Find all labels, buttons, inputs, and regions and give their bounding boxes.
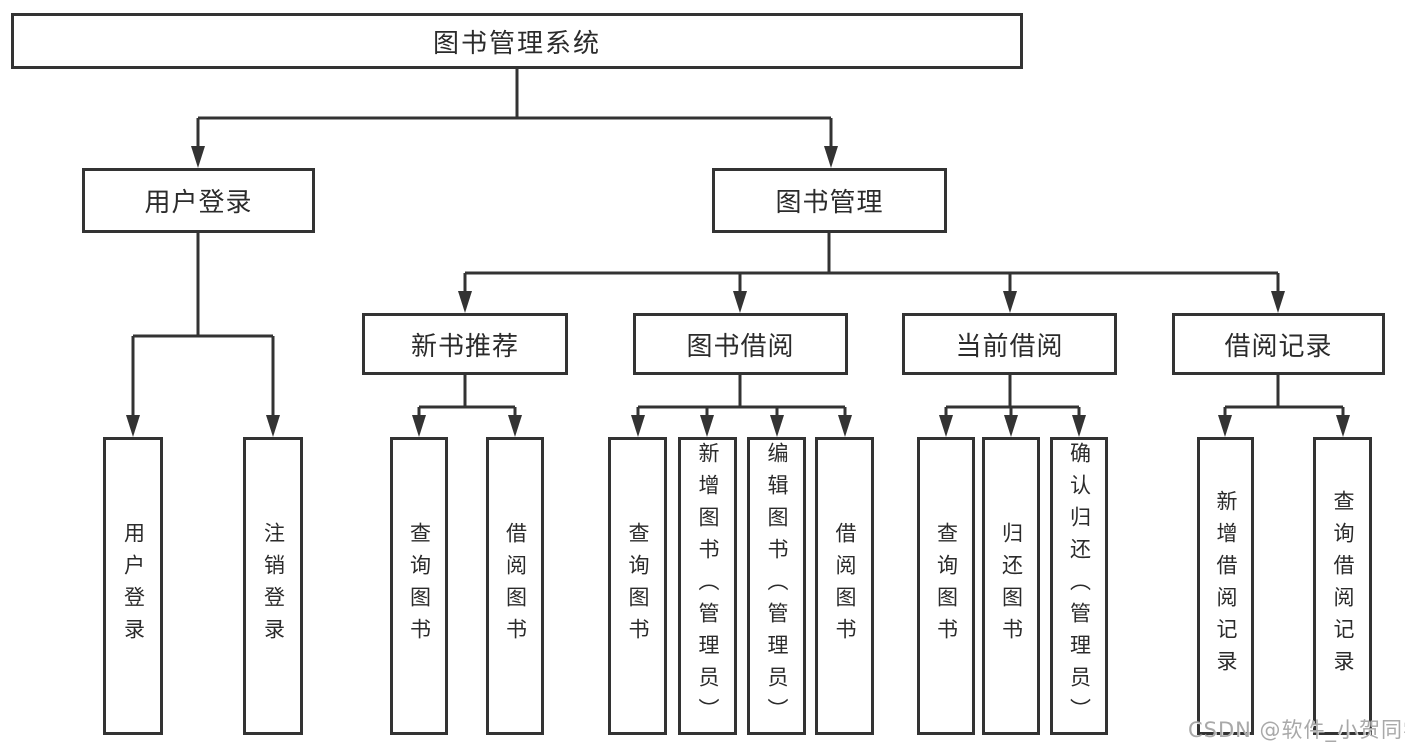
- connector-currentborrow-to-leaves: [944, 375, 1081, 419]
- arrowhead-icon: [631, 415, 645, 437]
- node-label: 编辑图书（管理员）: [765, 442, 789, 730]
- arrowhead-icon: [412, 415, 426, 437]
- arrowhead-icon: [770, 415, 784, 437]
- arrowhead-icon: [508, 415, 522, 437]
- arrowhead-icon: [1003, 291, 1017, 313]
- node-label: 查询图书: [626, 522, 650, 650]
- node-label: 借阅图书: [833, 522, 857, 650]
- arrowhead-icon: [266, 415, 280, 437]
- arrowheads: [126, 146, 1350, 437]
- node-label: 用户登录: [144, 188, 253, 218]
- leaf-query-borrow-record: 查询借阅记录: [1313, 437, 1372, 735]
- node-label: 查询图书: [934, 522, 959, 650]
- node-label: 注销登录: [261, 522, 286, 650]
- leaf-borrow-books-recommend: 借阅图书: [486, 437, 544, 735]
- node-label: 新书推荐: [410, 331, 519, 362]
- node-new-book-recommend: 新书推荐: [362, 313, 568, 375]
- leaf-borrow-books: 借阅图书: [815, 437, 874, 735]
- node-label: 确认归还（管理员）: [1067, 442, 1092, 730]
- leaf-user-login: 用户登录: [103, 437, 163, 735]
- leaf-add-borrow-record: 新增借阅记录: [1197, 437, 1254, 735]
- arrowhead-icon: [1336, 415, 1350, 437]
- node-label: 新增图书（管理员）: [696, 442, 720, 730]
- node-user-login: 用户登录: [82, 168, 315, 233]
- node-label: 图书管理系统: [432, 28, 601, 59]
- arrowhead-icon: [126, 415, 140, 437]
- connector-userlogin-to-leaves: [131, 233, 275, 419]
- leaf-query-books-recommend: 查询图书: [390, 437, 448, 735]
- leaf-logout: 注销登录: [243, 437, 303, 735]
- node-label: 新增借阅记录: [1214, 490, 1238, 682]
- node-label: 借阅图书: [503, 522, 528, 650]
- node-label: 查询图书: [407, 522, 432, 650]
- node-borrow-records: 借阅记录: [1172, 313, 1385, 375]
- leaf-query-books-borrow: 查询图书: [608, 437, 667, 735]
- arrowhead-icon: [824, 146, 838, 168]
- arrowhead-icon: [1271, 291, 1285, 313]
- node-label: 用户登录: [121, 522, 146, 650]
- connector-root-to-level2: [196, 69, 833, 150]
- connector-newbook-to-leaves: [417, 375, 517, 419]
- node-label: 查询借阅记录: [1331, 490, 1355, 682]
- arrowhead-icon: [191, 146, 205, 168]
- node-label: 图书借阅: [686, 331, 795, 362]
- arrowhead-icon: [1218, 415, 1232, 437]
- arrowhead-icon: [458, 291, 472, 313]
- arrowhead-icon: [838, 415, 852, 437]
- node-label: 归还图书: [999, 522, 1024, 650]
- leaf-edit-book-admin: 编辑图书（管理员）: [747, 437, 806, 735]
- arrowhead-icon: [700, 415, 714, 437]
- leaf-add-book-admin: 新增图书（管理员）: [678, 437, 737, 735]
- node-book-management: 图书管理: [712, 168, 947, 233]
- watermark: CSDN @软件_小贺同学: [1188, 718, 1405, 742]
- node-library-system: 图书管理系统: [11, 13, 1023, 69]
- arrowhead-icon: [1072, 415, 1086, 437]
- connector-records-to-leaves: [1223, 375, 1345, 419]
- arrowhead-icon: [939, 415, 953, 437]
- node-book-borrow: 图书借阅: [633, 313, 848, 375]
- node-current-borrow: 当前借阅: [902, 313, 1117, 375]
- leaf-query-books-current: 查询图书: [917, 437, 975, 735]
- connector-bookborrow-to-leaves: [636, 375, 847, 419]
- connector-bookmgmt-to-level3: [463, 233, 1280, 295]
- leaf-confirm-return-admin: 确认归还（管理员）: [1050, 437, 1108, 735]
- node-label: 图书管理: [775, 188, 884, 218]
- arrowhead-icon: [733, 291, 747, 313]
- arrowhead-icon: [1004, 415, 1018, 437]
- leaf-return-books: 归还图书: [982, 437, 1040, 735]
- node-label: 当前借阅: [955, 331, 1064, 362]
- node-label: 借阅记录: [1224, 331, 1333, 362]
